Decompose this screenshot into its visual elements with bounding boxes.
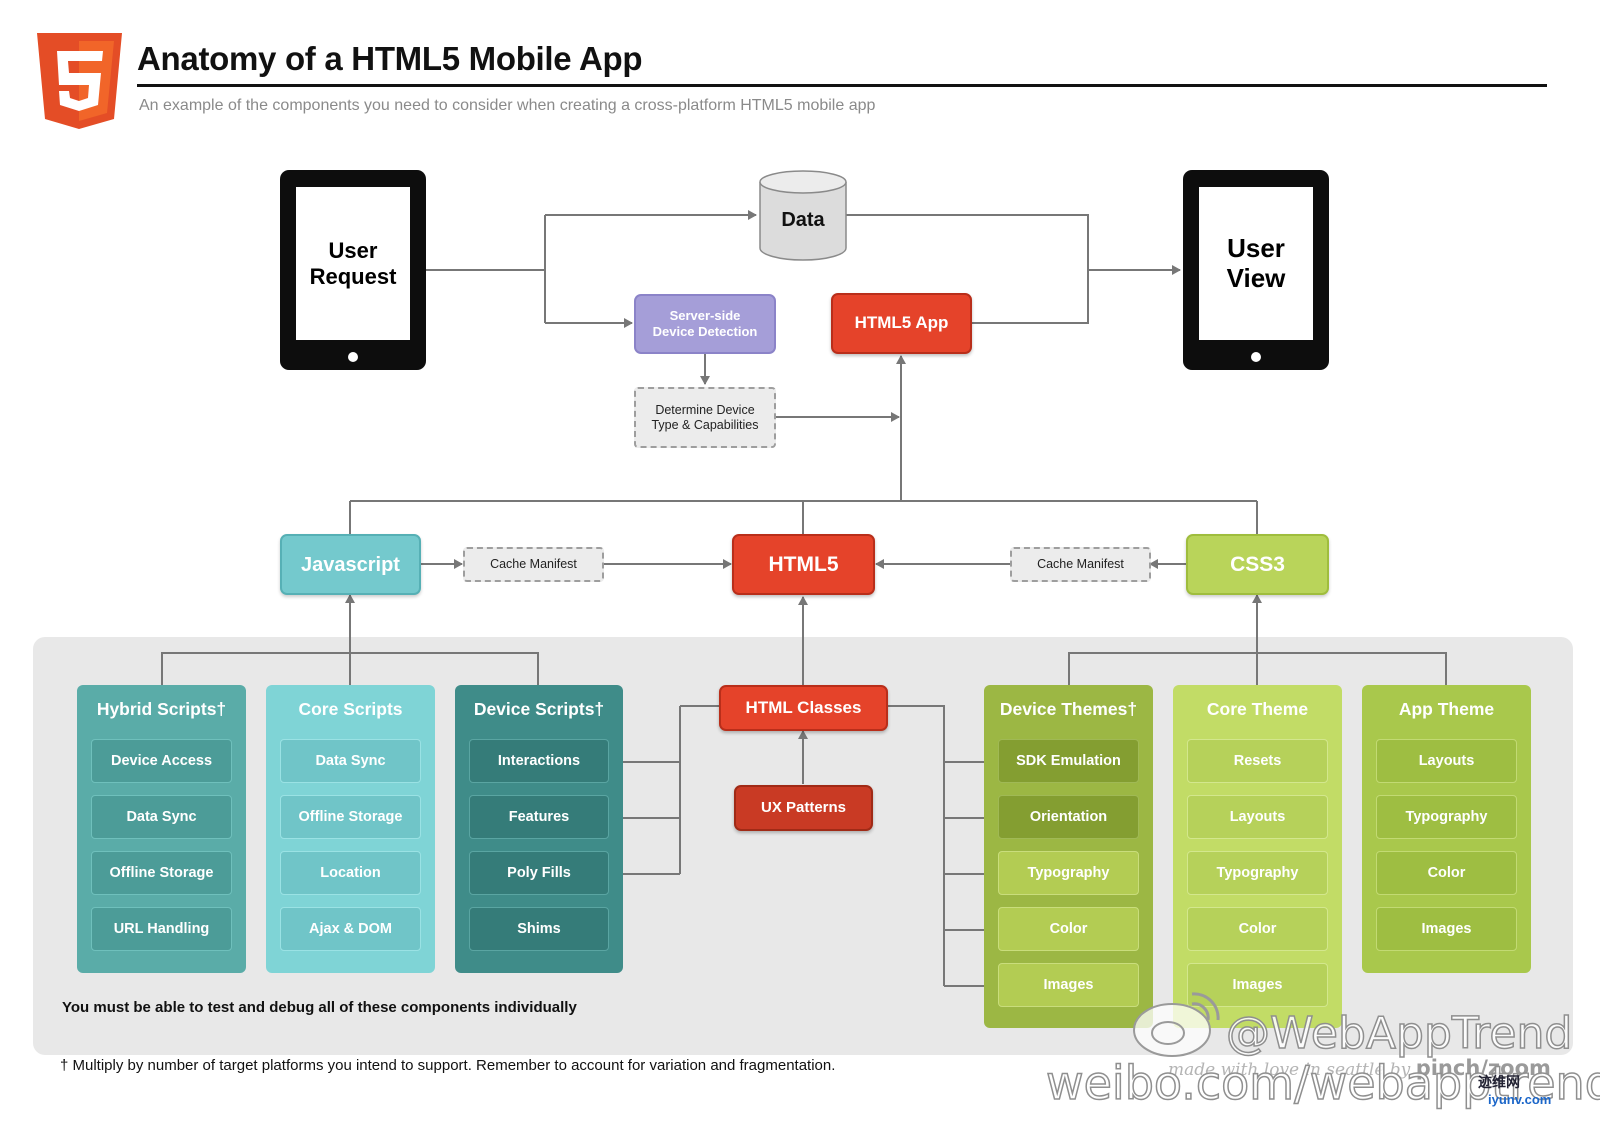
html5-box: HTML5 [732, 534, 875, 595]
user-request-label: User Request [296, 187, 410, 340]
core-scripts-group: Core Scripts Data Sync Offline Storage L… [266, 685, 435, 973]
core-theme-typography: Typography [1187, 851, 1328, 895]
hybrid-data-sync: Data Sync [91, 795, 232, 839]
device-shims: Shims [469, 907, 609, 951]
core-theme-color: Color [1187, 907, 1328, 951]
credit-brand: pinch/zoom [1415, 1056, 1551, 1080]
theme-orientation: Orientation [998, 795, 1139, 839]
server-side-device-detection: Server-side Device Detection [634, 294, 776, 354]
weibo-logo-icon [1133, 992, 1220, 1057]
page-title: Anatomy of a HTML5 Mobile App [137, 40, 643, 77]
data-cylinder-icon [759, 170, 847, 261]
determine-device-capabilities: Determine Device Type & Capabilities [634, 387, 776, 448]
title-divider [137, 84, 1547, 87]
theme-sdk-emulation: SDK Emulation [998, 739, 1139, 783]
watermark-site-cn: 迹维网 [1478, 1074, 1520, 1090]
core-theme-resets: Resets [1187, 739, 1328, 783]
core-theme-title: Core Theme [1206, 699, 1309, 719]
hybrid-url-handling: URL Handling [91, 907, 232, 951]
theme-images: Images [998, 963, 1139, 1007]
css3-box: CSS3 [1186, 534, 1329, 595]
credit-prefix: made with love in seattle by [1168, 1060, 1411, 1080]
core-theme-layouts: Layouts [1187, 795, 1328, 839]
user-request-tablet: User Request [280, 170, 426, 370]
page-subtitle: An example of the components you need to… [139, 97, 876, 114]
app-theme-color: Color [1376, 851, 1517, 895]
core-scripts-title: Core Scripts [298, 699, 403, 719]
hybrid-device-access: Device Access [91, 739, 232, 783]
test-debug-note: You must be able to test and debug all o… [62, 999, 577, 1016]
device-themes-title: Device Themes† [999, 699, 1138, 719]
ux-patterns-box: UX Patterns [734, 785, 873, 831]
device-interactions: Interactions [469, 739, 609, 783]
theme-typography: Typography [998, 851, 1139, 895]
watermark-handle: @WebAppTrend [1225, 1007, 1573, 1060]
hybrid-scripts-title: Hybrid Scripts† [96, 699, 227, 719]
core-location: Location [280, 851, 421, 895]
data-store: Data [781, 209, 825, 231]
platform-footnote: † Multiply by number of target platforms… [60, 1057, 836, 1074]
html5-logo-icon: 5 [37, 33, 122, 129]
hybrid-offline-storage: Offline Storage [91, 851, 232, 895]
app-theme-title: App Theme [1398, 699, 1495, 719]
javascript-box: Javascript [280, 534, 421, 595]
credit-line: made with love in seattle by pinch/zoom [1168, 1056, 1551, 1080]
device-scripts-title: Device Scripts† [473, 699, 605, 719]
app-theme-layouts: Layouts [1376, 739, 1517, 783]
device-poly-fills: Poly Fills [469, 851, 609, 895]
user-view-tablet: User View [1183, 170, 1329, 370]
theme-color: Color [998, 907, 1139, 951]
watermark-url: weibo.com/webapptrend [1045, 1055, 1600, 1111]
device-scripts-group: Device Scripts† Interactions Features Po… [455, 685, 623, 973]
hybrid-scripts-group: Hybrid Scripts† Device Access Data Sync … [77, 685, 246, 973]
home-button-icon [1251, 352, 1261, 362]
app-theme-typography: Typography [1376, 795, 1517, 839]
cache-manifest-right: Cache Manifest [1010, 547, 1151, 582]
user-view-label: User View [1199, 187, 1313, 340]
core-theme-group: Core Theme Resets Layouts Typography Col… [1173, 685, 1342, 1028]
device-themes-group: Device Themes† SDK Emulation Orientation… [984, 685, 1153, 1028]
home-button-icon [348, 352, 358, 362]
app-theme-images: Images [1376, 907, 1517, 951]
core-offline-storage: Offline Storage [280, 795, 421, 839]
core-ajax-dom: Ajax & DOM [280, 907, 421, 951]
app-theme-group: App Theme Layouts Typography Color Image… [1362, 685, 1531, 973]
html5-app-box: HTML5 App [831, 293, 972, 354]
watermark-site: iyunv.com [1488, 1092, 1552, 1107]
cache-manifest-left: Cache Manifest [463, 547, 604, 582]
device-features: Features [469, 795, 609, 839]
core-data-sync: Data Sync [280, 739, 421, 783]
html-classes-box: HTML Classes [719, 685, 888, 731]
